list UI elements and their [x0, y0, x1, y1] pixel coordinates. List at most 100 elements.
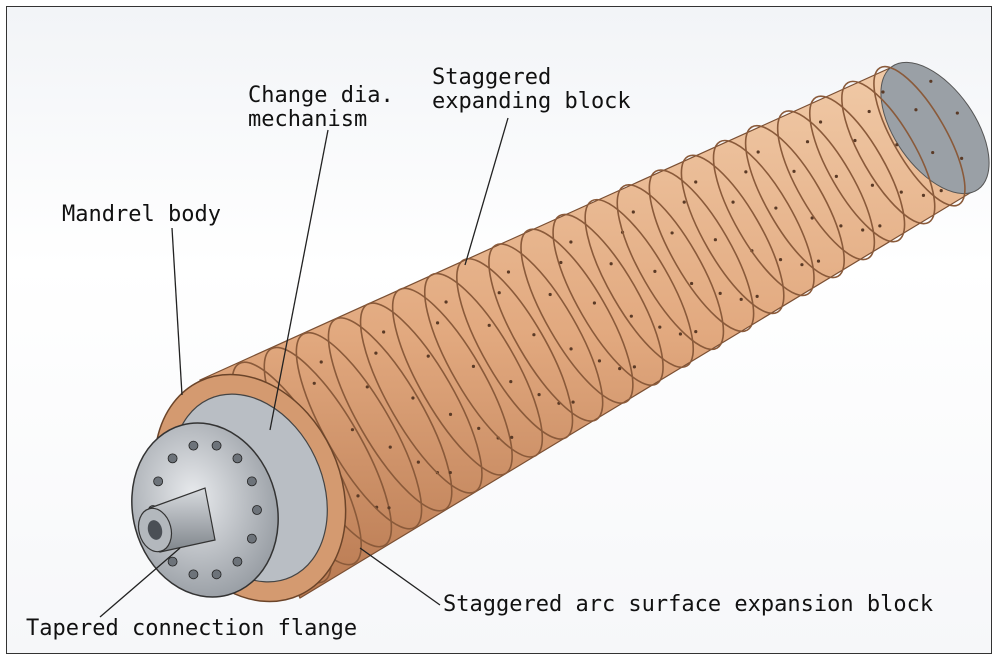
- block-bolt-hole: [960, 156, 964, 160]
- block-bolt-hole: [629, 314, 633, 318]
- flange-bolt: [232, 453, 243, 464]
- flange-bolt: [188, 440, 199, 451]
- block-bolt-hole: [881, 90, 885, 94]
- block-ring: [680, 154, 785, 315]
- block-bolt-hole: [356, 494, 360, 498]
- block-bolt-hole: [537, 392, 541, 397]
- block-bolt-hole: [713, 238, 717, 242]
- block-bolt-hole: [448, 412, 453, 416]
- block-bolt-hole: [374, 351, 378, 355]
- label-staggered-line2: expanding block: [432, 89, 631, 114]
- block-bolt-hole: [755, 294, 759, 298]
- block-ring: [456, 257, 574, 440]
- block-bolt-hole: [631, 210, 635, 214]
- block-bolt-hole: [731, 200, 735, 204]
- flange-bolt: [246, 533, 257, 544]
- block-ring: [423, 272, 544, 458]
- block-ring: [520, 228, 634, 404]
- block-bolt-hole: [471, 364, 476, 368]
- block-bolt-hole: [477, 426, 481, 430]
- flange-bolt: [211, 569, 222, 580]
- block-bolt-hole: [931, 150, 935, 155]
- block-bolt-hole: [365, 385, 369, 389]
- block-bolt-hole: [559, 260, 563, 265]
- label-tapered-connection-flange: Tapered connection flange: [26, 616, 358, 641]
- block-bolt-hole: [955, 111, 959, 115]
- block-bolt-hole: [778, 257, 783, 262]
- block-bolt-hole: [816, 259, 821, 263]
- block-bolt-hole: [618, 367, 622, 371]
- block-bolt-hole: [319, 360, 323, 364]
- flange-bolt: [211, 440, 222, 451]
- block-ring: [584, 198, 695, 369]
- block-bolt-hole: [718, 291, 722, 295]
- block-ring: [552, 213, 664, 387]
- flange-bolt: [246, 476, 257, 487]
- label-change-dia-line1: Change dia.: [248, 83, 394, 108]
- block-ring: [712, 139, 815, 297]
- block-bolt-hole: [694, 180, 698, 184]
- block-bolt-hole: [509, 380, 513, 384]
- label-change-dia-line2: mechanism: [248, 107, 368, 132]
- block-bolt-hole: [774, 206, 778, 210]
- block-bolt-hole: [861, 228, 865, 232]
- flange-bolt: [153, 476, 164, 487]
- block-bolt-hole: [497, 291, 501, 295]
- block-bolt-hole: [532, 333, 536, 337]
- leader-flange: [99, 547, 181, 618]
- block-bolt-hole: [658, 325, 662, 329]
- block-bolt-hole: [597, 359, 602, 363]
- block-bolt-hole: [632, 365, 637, 369]
- label-change-dia-mechanism: Change dia. mechanism: [248, 84, 394, 132]
- block-bolt-hole: [682, 200, 686, 204]
- leader-change-dia: [269, 129, 329, 431]
- block-bolt-hole: [569, 240, 573, 244]
- block-ring: [776, 110, 876, 261]
- block-rings: [199, 65, 966, 584]
- flange-bolt: [167, 556, 178, 567]
- block-bolt-hole: [670, 231, 674, 235]
- leader-mandrel-body: [171, 227, 183, 396]
- block-bolt-hole: [350, 428, 355, 432]
- block-ring: [359, 302, 483, 494]
- block-ring: [648, 169, 755, 333]
- flange-bolt: [188, 569, 199, 580]
- block-bolt-hole: [506, 270, 511, 274]
- flange-bolt: [167, 453, 178, 464]
- block-bolt-hole: [678, 332, 683, 336]
- label-mandrel-body: Mandrel body: [62, 202, 221, 227]
- block-bolt-hole: [834, 174, 838, 178]
- label-arc-surface-expansion-block: Staggered arc surface expansion block: [443, 592, 934, 617]
- block-bolt-hole: [411, 396, 415, 400]
- block-bolt-hole: [312, 381, 316, 385]
- block-bolt-hole: [388, 445, 392, 449]
- block-bolt-hole: [867, 109, 871, 114]
- block-bolt-hole: [939, 189, 943, 193]
- block-ring: [391, 287, 513, 476]
- block-bolt-hole: [444, 300, 448, 304]
- block-bolt-hole: [510, 435, 514, 439]
- block-bolt-hole: [899, 190, 903, 194]
- block-bolt-hole: [756, 150, 760, 154]
- leader-arc-surface: [359, 547, 441, 606]
- block-ring: [488, 243, 604, 422]
- block-bolt-hole: [739, 297, 743, 301]
- block-bolt-hole: [592, 301, 597, 305]
- block-bolt-hole: [853, 138, 857, 143]
- block-ring: [616, 184, 725, 351]
- block-bolt-hole: [818, 120, 823, 124]
- flange-bolt: [232, 556, 243, 567]
- block-bolt-hole: [387, 506, 391, 510]
- mandrel-cylinder: [199, 61, 990, 599]
- block-bolt-hole: [800, 263, 804, 267]
- block-ring: [808, 95, 906, 243]
- block-bolt-hole: [435, 321, 440, 325]
- label-staggered-expanding-block: Staggered expanding block: [432, 66, 631, 114]
- block-ring: [873, 65, 966, 207]
- block-bolt-hole: [382, 330, 386, 334]
- block-ring: [744, 124, 845, 279]
- block-bolt-hole: [914, 108, 918, 112]
- block-ring: [327, 317, 453, 512]
